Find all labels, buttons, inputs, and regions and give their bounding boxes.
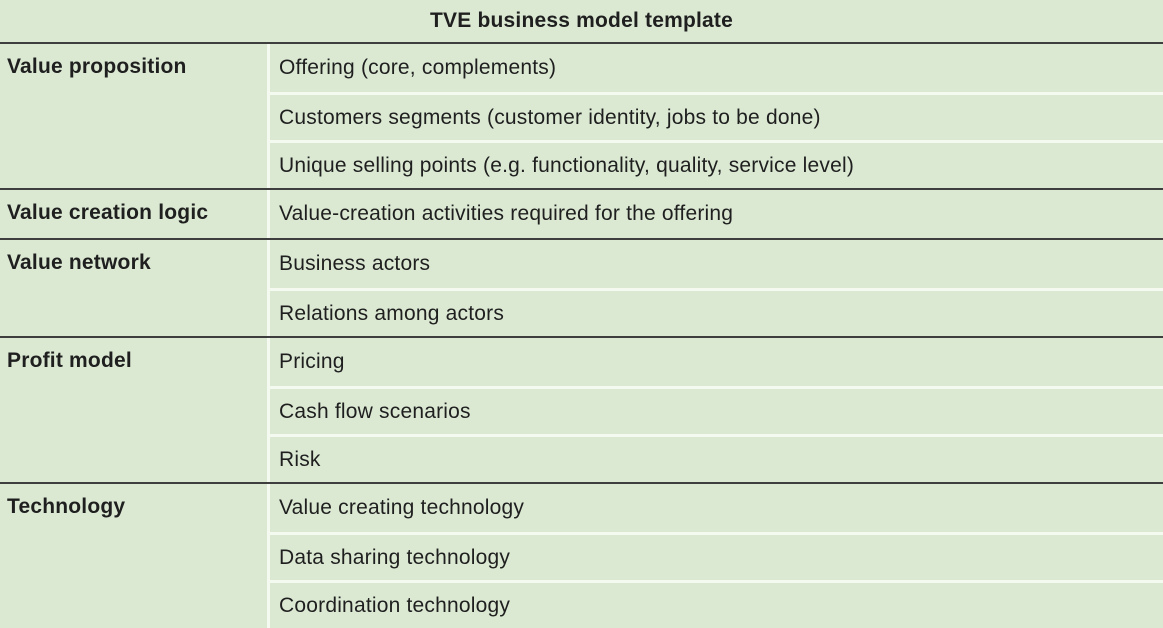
section-value-proposition: Value proposition Offering (core, comple… bbox=[0, 42, 1163, 188]
cell-unique-selling-points: Unique selling points (e.g. functionalit… bbox=[270, 140, 1163, 188]
section-profit-model: Profit model Pricing Cash flow scenarios… bbox=[0, 336, 1163, 482]
section-cells: Value-creation activities required for t… bbox=[267, 190, 1163, 238]
cell-relations-among-actors: Relations among actors bbox=[270, 288, 1163, 336]
section-cells: Business actors Relations among actors bbox=[267, 240, 1163, 336]
row-header-technology: Technology bbox=[7, 495, 126, 518]
cell-value-creation-activities: Value-creation activities required for t… bbox=[279, 202, 734, 225]
cell-customer-segments: Customers segments (customer identity, j… bbox=[270, 92, 1163, 140]
section-value-creation-logic: Value creation logic Value-creation acti… bbox=[0, 188, 1163, 238]
cell-cash-flow-scenarios: Cash flow scenarios bbox=[270, 386, 1163, 434]
cell-value-creating-technology: Value creating technology bbox=[279, 496, 525, 519]
section-cells: Offering (core, complements) Customers s… bbox=[267, 44, 1163, 188]
section-cells: Value creating technology Data sharing t… bbox=[267, 484, 1163, 628]
table-title: TVE business model template bbox=[430, 9, 733, 32]
cell-offering: Offering (core, complements) bbox=[279, 56, 557, 79]
row-header-value-proposition: Value proposition bbox=[7, 55, 187, 78]
row-header-profit-model: Profit model bbox=[7, 349, 132, 372]
cell-business-actors: Business actors bbox=[279, 252, 431, 275]
cell-risk: Risk bbox=[270, 434, 1163, 482]
section-value-network: Value network Business actors Relations … bbox=[0, 238, 1163, 336]
cell-coordination-technology: Coordination technology bbox=[270, 580, 1163, 628]
cell-pricing: Pricing bbox=[279, 350, 345, 373]
section-cells: Pricing Cash flow scenarios Risk bbox=[267, 338, 1163, 482]
section-technology: Technology Value creating technology Dat… bbox=[0, 482, 1163, 628]
row-header-value-creation-logic: Value creation logic bbox=[7, 201, 209, 224]
row-header-value-network: Value network bbox=[7, 251, 151, 274]
cell-data-sharing-technology: Data sharing technology bbox=[270, 532, 1163, 580]
